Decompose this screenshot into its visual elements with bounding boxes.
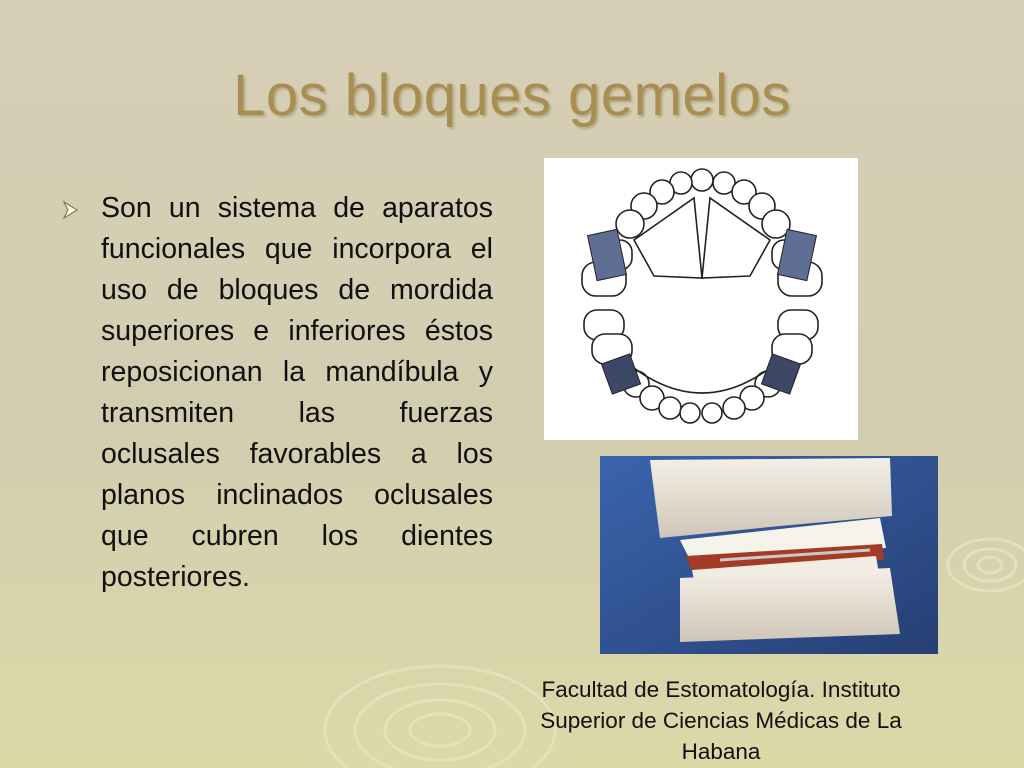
twin-block-drawing [600, 456, 938, 654]
slide-caption: Facultad de Estomatología. Instituto Sup… [540, 677, 902, 764]
background-swirl-right [946, 537, 1024, 593]
twin-block-photo [600, 456, 938, 654]
arrow-bullet-icon [62, 200, 79, 220]
dental-arch-drawing [581, 168, 823, 424]
bullet-text: Son un sistema de aparatos funcionales q… [101, 192, 493, 593]
slide-title: Los bloques gemelos [233, 63, 791, 128]
dental-arch-diagram [544, 158, 858, 440]
